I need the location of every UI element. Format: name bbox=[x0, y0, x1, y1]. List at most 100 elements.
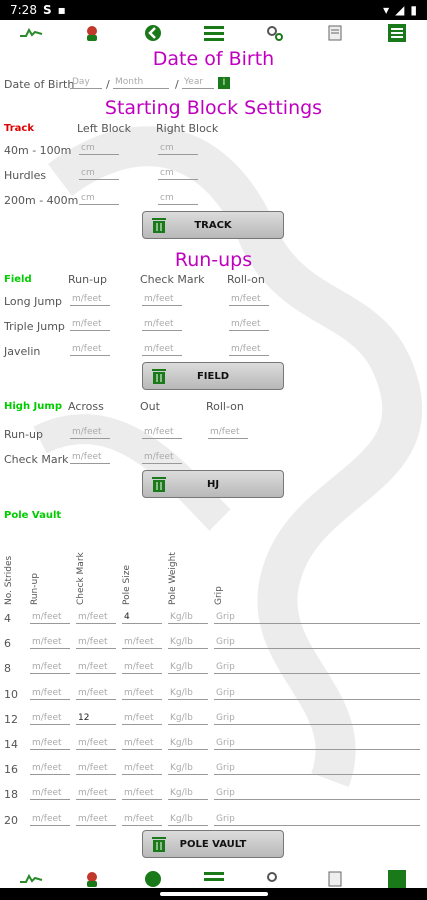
pv-weight-field[interactable]: Kg/lb bbox=[168, 712, 208, 725]
field-check-field[interactable]: m/feet bbox=[142, 318, 182, 331]
pv-grip-field[interactable]: Grip bbox=[214, 813, 420, 826]
pv-check-field[interactable]: m/feet bbox=[76, 737, 116, 750]
pv-grip-field[interactable]: Grip bbox=[214, 712, 420, 725]
pv-strides-label: 4 bbox=[4, 612, 11, 625]
pv-weight-field[interactable]: Kg/lb bbox=[168, 787, 208, 801]
pv-size-field[interactable]: m/feet bbox=[122, 661, 162, 675]
pv-weight-field[interactable]: Kg/lb bbox=[168, 611, 208, 624]
field-runup-field[interactable]: m/feet bbox=[70, 318, 110, 331]
pv-check-field[interactable]: m/feet bbox=[76, 762, 116, 776]
pv-weight-field[interactable]: Kg/lb bbox=[168, 737, 208, 750]
pv-size-field[interactable]: m/feet bbox=[122, 762, 162, 776]
runner-icon[interactable] bbox=[19, 870, 43, 888]
pv-check-field[interactable]: m/feet bbox=[76, 813, 116, 826]
pv-grip-field[interactable]: Grip bbox=[214, 636, 420, 650]
right-block-header: Right Block bbox=[156, 122, 219, 135]
hj-rollon-field[interactable]: m/feet bbox=[208, 426, 248, 439]
avatar-icon[interactable] bbox=[80, 870, 104, 888]
pv-check-field[interactable]: m/feet bbox=[76, 661, 116, 675]
back-icon[interactable] bbox=[141, 870, 165, 888]
pv-check-field[interactable]: m/feet bbox=[76, 787, 116, 801]
dob-year-field[interactable]: Year bbox=[182, 76, 214, 89]
settings-icon[interactable] bbox=[263, 870, 287, 888]
track-row-label: 200m - 400m bbox=[4, 194, 79, 207]
pv-strides-label: 14 bbox=[4, 738, 18, 751]
polevault-clear-button[interactable]: POLE VAULT bbox=[142, 830, 284, 858]
pv-runup-field[interactable]: m/feet bbox=[30, 787, 70, 801]
dob-label: Date of Birth bbox=[4, 78, 75, 91]
pv-runup-field[interactable]: m/feet bbox=[30, 611, 70, 624]
pv-size-field[interactable]: m/feet bbox=[122, 787, 162, 801]
field-button-label: FIELD bbox=[196, 370, 230, 382]
field-runup-field[interactable]: m/feet bbox=[70, 293, 110, 306]
track-section-label: Track bbox=[4, 123, 34, 134]
pv-runup-field[interactable]: m/feet bbox=[30, 636, 70, 650]
hj-across-field[interactable]: m/feet bbox=[70, 426, 110, 439]
document-icon[interactable] bbox=[324, 22, 348, 44]
pv-grip-field[interactable]: Grip bbox=[214, 787, 420, 801]
pv-strides-label: 6 bbox=[4, 637, 11, 651]
pv-weight-field[interactable]: Kg/lb bbox=[168, 661, 208, 675]
pv-check-field[interactable]: m/feet bbox=[76, 636, 116, 650]
menu-icon[interactable] bbox=[202, 870, 226, 888]
pv-grip-field[interactable]: Grip bbox=[214, 762, 420, 776]
document-icon[interactable] bbox=[324, 870, 348, 888]
back-icon[interactable] bbox=[141, 22, 165, 44]
pv-weight-field[interactable]: Kg/lb bbox=[168, 636, 208, 650]
left-block-header: Left Block bbox=[77, 122, 131, 135]
calendar-icon[interactable]: I bbox=[218, 77, 230, 89]
track-left-field[interactable]: cm bbox=[79, 167, 119, 180]
hj-clear-button[interactable]: HJ bbox=[142, 470, 284, 498]
pv-check-field[interactable]: m/feet bbox=[76, 611, 116, 624]
menu-icon[interactable] bbox=[202, 22, 226, 44]
pv-runup-field[interactable]: m/feet bbox=[30, 661, 70, 675]
track-right-field[interactable]: cm bbox=[158, 167, 198, 180]
track-left-field[interactable]: cm bbox=[79, 192, 119, 205]
home-indicator[interactable] bbox=[160, 892, 268, 896]
pv-grip-field[interactable]: Grip bbox=[214, 661, 420, 675]
field-rollon-field[interactable]: m/feet bbox=[229, 318, 269, 331]
pv-size-field[interactable]: m/feet bbox=[122, 712, 162, 725]
field-clear-button[interactable]: FIELD bbox=[142, 362, 284, 390]
pv-header-runup: Run-up bbox=[30, 573, 40, 605]
pv-runup-field[interactable]: m/feet bbox=[30, 737, 70, 750]
pv-size-field[interactable]: m/feet bbox=[122, 737, 162, 750]
pv-weight-field[interactable]: Kg/lb bbox=[168, 762, 208, 776]
field-rollon-field[interactable]: m/feet bbox=[229, 343, 269, 356]
bottom-nav bbox=[0, 870, 427, 888]
track-row-label: 40m - 100m bbox=[4, 144, 72, 157]
pv-size-field[interactable]: m/feet bbox=[122, 813, 162, 826]
pv-runup-field[interactable]: m/feet bbox=[30, 762, 70, 776]
pv-weight-field[interactable]: Kg/lb bbox=[168, 813, 208, 826]
field-rollon-field[interactable]: m/feet bbox=[229, 293, 269, 306]
avatar-icon[interactable] bbox=[80, 22, 104, 44]
pv-grip-field[interactable]: Grip bbox=[214, 611, 420, 624]
pv-grip-field[interactable]: Grip bbox=[214, 687, 420, 700]
pv-check-field[interactable]: 12 bbox=[76, 712, 116, 725]
pv-runup-field[interactable]: m/feet bbox=[30, 687, 70, 700]
pv-grip-field[interactable]: Grip bbox=[214, 737, 420, 750]
runner-icon[interactable] bbox=[19, 22, 43, 44]
pv-size-field[interactable]: m/feet bbox=[122, 687, 162, 700]
settings-icon[interactable] bbox=[263, 22, 287, 44]
pv-runup-field[interactable]: m/feet bbox=[30, 813, 70, 826]
pv-size-field[interactable]: m/feet bbox=[122, 636, 162, 650]
field-runup-field[interactable]: m/feet bbox=[70, 343, 110, 356]
track-right-field[interactable]: cm bbox=[158, 192, 198, 205]
hj-out-field[interactable]: m/feet bbox=[142, 426, 182, 439]
hj-out-field[interactable]: m/feet bbox=[142, 451, 182, 464]
pv-runup-field[interactable]: m/feet bbox=[30, 712, 70, 725]
dob-month-field[interactable]: Month bbox=[113, 76, 169, 89]
track-clear-button[interactable]: TRACK bbox=[142, 211, 284, 239]
dob-day-field[interactable]: Day bbox=[70, 76, 102, 89]
list-icon[interactable] bbox=[385, 22, 409, 44]
pv-check-field[interactable]: m/feet bbox=[76, 687, 116, 700]
hj-across-field[interactable]: m/feet bbox=[70, 451, 110, 464]
field-check-field[interactable]: m/feet bbox=[142, 343, 182, 356]
pv-size-field[interactable]: 4 bbox=[122, 611, 162, 624]
field-check-field[interactable]: m/feet bbox=[142, 293, 182, 306]
list-icon[interactable] bbox=[385, 870, 409, 888]
pv-weight-field[interactable]: Kg/lb bbox=[168, 687, 208, 700]
track-left-field[interactable]: cm bbox=[79, 142, 119, 155]
track-right-field[interactable]: cm bbox=[158, 142, 198, 155]
